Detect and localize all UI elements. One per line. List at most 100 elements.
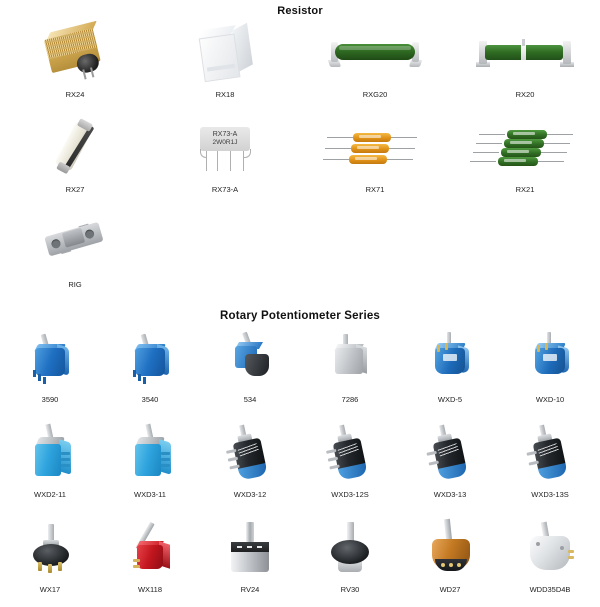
product-image-rx24[interactable]	[15, 17, 135, 89]
product-image-wxd3-12s[interactable]	[304, 417, 396, 489]
product-image-rx21[interactable]	[465, 112, 585, 184]
product-label: RX24	[65, 90, 85, 99]
product-image-wxd2-11[interactable]	[4, 417, 96, 489]
product-cell-3590[interactable]: 3590	[0, 322, 100, 417]
product-cell-wxd-10[interactable]: WXD-10	[500, 322, 600, 417]
green-axial-resistor-stack-icon	[470, 127, 577, 169]
product-image-rx73a[interactable]: RX73-A 2W0R1J	[165, 112, 285, 184]
product-cell-rx73a[interactable]: RX73-A 2W0R1J RX73-A	[150, 112, 300, 207]
product-image-3590[interactable]	[4, 322, 96, 394]
product-label: RX20	[515, 90, 535, 99]
chassis-mount-resistor-icon	[40, 214, 110, 273]
section-title-resistor: Resistor	[277, 5, 323, 17]
product-image-wdd35d4b[interactable]	[504, 512, 596, 584]
resistor-grid: RX24 RX18 RXG20	[0, 17, 600, 302]
product-image-wx17[interactable]	[4, 512, 96, 584]
product-cell-wx118[interactable]: WX118	[100, 512, 200, 607]
product-image-rx20[interactable]	[465, 17, 585, 89]
product-image-rv24[interactable]	[204, 512, 296, 584]
product-cell-534[interactable]: 534	[200, 322, 300, 417]
product-label: RX73-A	[211, 185, 239, 194]
product-image-rxg20[interactable]	[315, 17, 435, 89]
product-label: 3590	[41, 395, 59, 404]
product-image-rx18[interactable]	[165, 17, 285, 89]
product-cell-wxd3-12[interactable]: WXD3-12	[200, 417, 300, 512]
product-image-wd27[interactable]	[404, 512, 496, 584]
product-cell-rv24[interactable]: RV24	[200, 512, 300, 607]
catalog-page: Resistor RX24 RX18	[0, 5, 600, 605]
blue-wirewound-potentiometer-icon	[521, 330, 579, 386]
black-disc-potentiometer-icon	[323, 520, 377, 576]
white-ceramic-block-resistor-icon	[191, 21, 258, 85]
product-cell-rx71[interactable]: RX71	[300, 112, 450, 207]
black-barrel-potentiometer-icon	[516, 419, 585, 488]
product-cell-rxg20[interactable]: RXG20	[300, 17, 450, 112]
product-cell-3540[interactable]: 3540	[100, 322, 200, 417]
black-barrel-potentiometer-icon	[416, 419, 485, 488]
product-cell-wxd2-11[interactable]: WXD2-11	[0, 417, 100, 512]
product-image-3540[interactable]	[104, 322, 196, 394]
product-label: 3540	[141, 395, 159, 404]
product-cell-wxd3-12s[interactable]: WXD3-12S	[300, 417, 400, 512]
product-label: WXD2-11	[34, 490, 66, 499]
black-barrel-potentiometer-icon	[216, 419, 285, 488]
cylindrical-metal-potentiometer-icon	[223, 520, 277, 576]
blue-black-potentiometer-icon	[221, 330, 279, 386]
product-image-7286[interactable]	[304, 322, 396, 394]
product-label: RX18	[215, 90, 235, 99]
product-cell-rx20[interactable]: RX20	[450, 17, 600, 112]
green-tube-tapped-resistor-icon	[471, 36, 579, 70]
product-image-wxd-5[interactable]	[404, 322, 496, 394]
product-cell-wdd35d4b[interactable]: WDD35D4B	[500, 512, 600, 607]
product-label: WXD3-12S	[331, 490, 369, 499]
product-label: WXD3-13	[433, 490, 467, 499]
white-angle-sensor-potentiometer-icon	[522, 520, 578, 576]
gold-heatsink-resistor-icon	[39, 20, 112, 85]
orange-axial-resistor-stack-icon	[323, 127, 427, 169]
product-image-rv30[interactable]	[304, 512, 396, 584]
product-cell-rv30[interactable]: RV30	[300, 512, 400, 607]
product-image-rx71[interactable]	[315, 112, 435, 184]
product-cell-rx24[interactable]: RX24	[0, 17, 150, 112]
product-image-rig[interactable]	[15, 207, 135, 279]
ceramic-tube-resistor-icon	[38, 110, 113, 187]
product-cell-wx17[interactable]: WX17	[0, 512, 100, 607]
product-image-wxd3-13s[interactable]	[504, 417, 596, 489]
product-label: RX71	[365, 185, 385, 194]
section-title-rotary-potentiometer: Rotary Potentiometer Series	[219, 310, 381, 322]
product-cell-rx18[interactable]: RX18	[150, 17, 300, 112]
blue-multiturn-potentiometer-icon	[21, 330, 79, 386]
product-cell-rx21[interactable]: RX21	[450, 112, 600, 207]
product-cell-wxd3-13s[interactable]: WXD3-13S	[500, 417, 600, 512]
product-label: WX17	[39, 585, 61, 594]
product-cell-7286[interactable]: 7286	[300, 322, 400, 417]
product-label: RXG20	[362, 90, 388, 99]
cyan-rectangular-potentiometer-icon	[21, 423, 79, 482]
product-label: WD27	[439, 585, 461, 594]
bronze-potentiometer-icon	[423, 518, 477, 577]
product-cell-rig[interactable]: RIG	[0, 207, 150, 302]
product-label: 7286	[341, 395, 359, 404]
product-cell-wxd3-11[interactable]: WXD3-11	[100, 417, 200, 512]
black-round-potentiometer-icon	[23, 520, 77, 576]
product-image-wxd3-13[interactable]	[404, 417, 496, 489]
grey-metal-potentiometer-icon	[321, 330, 379, 386]
package-marking-line1: RX73-A	[212, 131, 238, 138]
product-cell-wd27[interactable]: WD27	[400, 512, 500, 607]
product-cell-rx27[interactable]: RX27	[0, 112, 150, 207]
product-image-rx27[interactable]	[15, 112, 135, 184]
product-image-wx118[interactable]	[104, 512, 196, 584]
blue-multiturn-potentiometer-icon	[121, 330, 179, 386]
product-image-wxd-10[interactable]	[504, 322, 596, 394]
product-image-wxd3-11[interactable]	[104, 417, 196, 489]
product-label: RV24	[240, 585, 260, 594]
product-label: WXD3-12	[233, 490, 267, 499]
product-label: RIG	[68, 280, 82, 289]
product-cell-wxd3-13[interactable]: WXD3-13	[400, 417, 500, 512]
product-image-wxd3-12[interactable]	[204, 417, 296, 489]
product-image-534[interactable]	[204, 322, 296, 394]
product-label: RX27	[65, 185, 85, 194]
product-cell-wxd-5[interactable]: WXD-5	[400, 322, 500, 417]
package-marking-line2: 2W0R1J	[212, 139, 238, 146]
potentiometer-grid: 3590 3540 534	[0, 322, 600, 607]
